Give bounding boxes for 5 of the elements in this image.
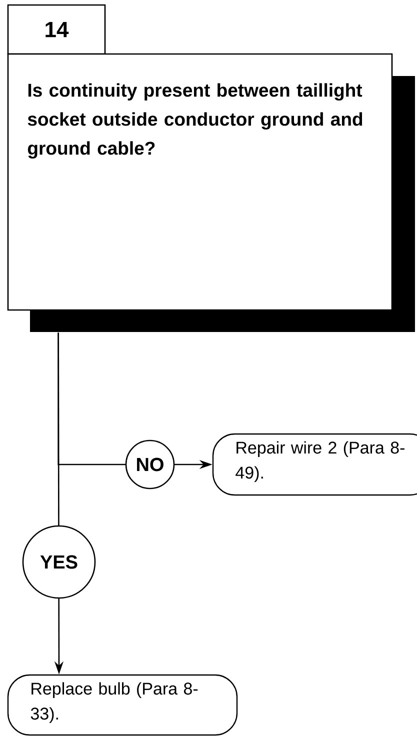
action-box: Replace bulb (Para 8-33). [7,674,238,736]
edge-label: NO [125,440,175,490]
edge-label: YES [22,525,96,599]
question-box: Is continuity present between taillight socket outside conductor ground and ground cable? [7,53,393,311]
action-box: Repair wire 2 (Para 8-49). [212,433,417,496]
